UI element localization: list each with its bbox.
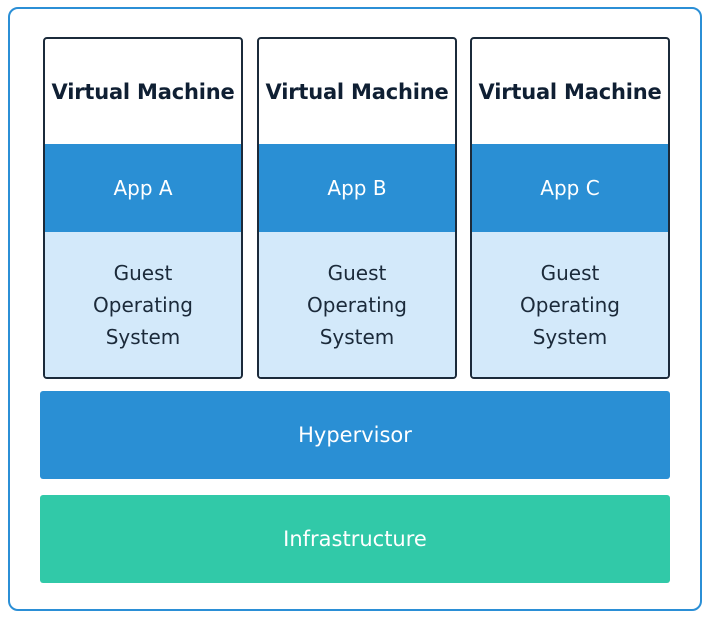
vm-title: Virtual Machine — [51, 79, 235, 104]
virtual-machine-c: Virtual Machine App C Guest Operating Sy… — [470, 37, 670, 379]
app-c-block: App C — [472, 144, 668, 232]
guest-os-line: Operating — [307, 292, 407, 317]
guest-os-line: Operating — [520, 292, 620, 317]
guest-os-line: System — [319, 324, 395, 349]
guest-os-line: System — [532, 324, 608, 349]
guest-os-line: Operating — [93, 292, 193, 317]
virtual-machine-a: Virtual Machine App A Guest Operating Sy… — [43, 37, 243, 379]
guest-os-line: Guest — [113, 260, 173, 285]
infrastructure-layer: Infrastructure — [40, 495, 670, 583]
vm-title: Virtual Machine — [265, 79, 449, 104]
app-b-block: App B — [259, 144, 455, 232]
guest-os-block: Guest Operating System — [259, 232, 455, 377]
app-a-block: App A — [45, 144, 241, 232]
guest-os-block: Guest Operating System — [45, 232, 241, 377]
guest-os-block: Guest Operating System — [472, 232, 668, 377]
hypervisor-layer: Hypervisor — [40, 391, 670, 479]
guest-os-line: System — [105, 324, 181, 349]
guest-os-line: Guest — [540, 260, 600, 285]
vm-title: Virtual Machine — [478, 79, 662, 104]
guest-os-line: Guest — [327, 260, 387, 285]
virtual-machine-b: Virtual Machine App B Guest Operating Sy… — [257, 37, 457, 379]
